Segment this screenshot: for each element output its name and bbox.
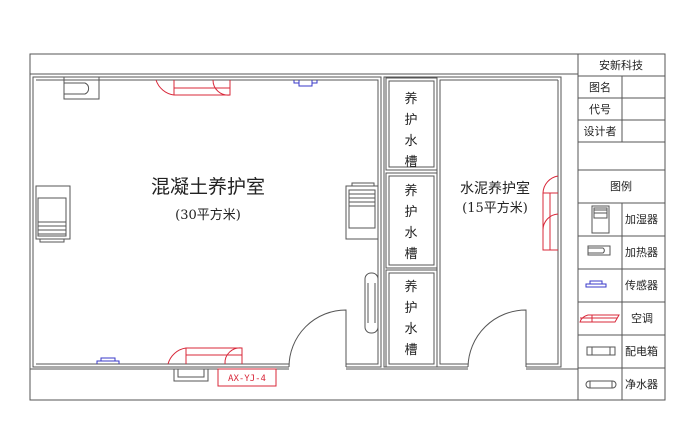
sensor-icon <box>293 80 318 87</box>
room-area-cement: (15平方米) <box>462 200 528 216</box>
humidifier-icon <box>345 182 379 240</box>
door-right <box>467 309 527 368</box>
tank-char: 养 <box>404 183 417 199</box>
water-purifier-icon <box>364 272 379 334</box>
legend-label: 空调 <box>631 311 653 325</box>
tank-char: 水 <box>404 322 417 337</box>
door-left <box>288 309 347 368</box>
tank-char: 水 <box>404 134 417 149</box>
tank-char: 护 <box>404 205 417 220</box>
tank-char: 水 <box>404 226 417 241</box>
drawing-frame <box>29 53 666 401</box>
legend <box>578 169 665 400</box>
tank-char: 养 <box>404 279 417 295</box>
water-purifier-icon <box>585 380 617 389</box>
sensor-icon <box>585 280 607 288</box>
title-label: 代号 <box>589 103 611 116</box>
distribution-box-icon <box>173 368 209 382</box>
air-conditioner-icon <box>155 79 231 96</box>
legend-label: 配电箱 <box>625 344 658 358</box>
heater-icon <box>63 76 100 100</box>
humidifier-icon <box>35 185 71 243</box>
tanks <box>385 77 438 368</box>
room-name-cement: 水泥养护室 <box>460 180 530 197</box>
air-conditioner-icon <box>542 175 559 251</box>
legend-label: 加热器 <box>625 246 658 259</box>
air-conditioner-icon <box>167 347 243 365</box>
legend-title: 图例 <box>610 179 632 193</box>
legend-label: 传感器 <box>625 279 658 292</box>
title-block <box>578 75 665 143</box>
equipment-tag: AX-YJ-4 <box>228 374 266 384</box>
tank-label: 养 护 水 槽 养 护 水 槽 养 护 水 槽 <box>404 91 417 358</box>
distribution-box-icon <box>586 346 616 356</box>
tank-char: 护 <box>404 113 417 128</box>
company-name: 安新科技 <box>599 58 643 72</box>
legend-label: 净水器 <box>625 377 658 391</box>
walls <box>30 73 578 370</box>
sensor-icon <box>96 357 120 364</box>
air-conditioner-icon <box>579 314 620 323</box>
title-label: 图名 <box>589 80 611 94</box>
room-area-concrete: (30平方米) <box>175 207 241 223</box>
tank-char: 槽 <box>404 343 417 358</box>
equipment-tag-box <box>217 368 277 387</box>
room-name-concrete: 混凝土养护室 <box>151 176 265 198</box>
legend-label: 加湿器 <box>625 213 658 226</box>
tank-char: 养 <box>404 91 417 107</box>
heater-icon <box>587 245 611 256</box>
tank-char: 槽 <box>404 247 417 262</box>
humidifier-icon <box>591 205 610 234</box>
tank-char: 护 <box>404 301 417 316</box>
tank-char: 槽 <box>404 155 417 170</box>
title-label: 设计者 <box>584 125 617 138</box>
